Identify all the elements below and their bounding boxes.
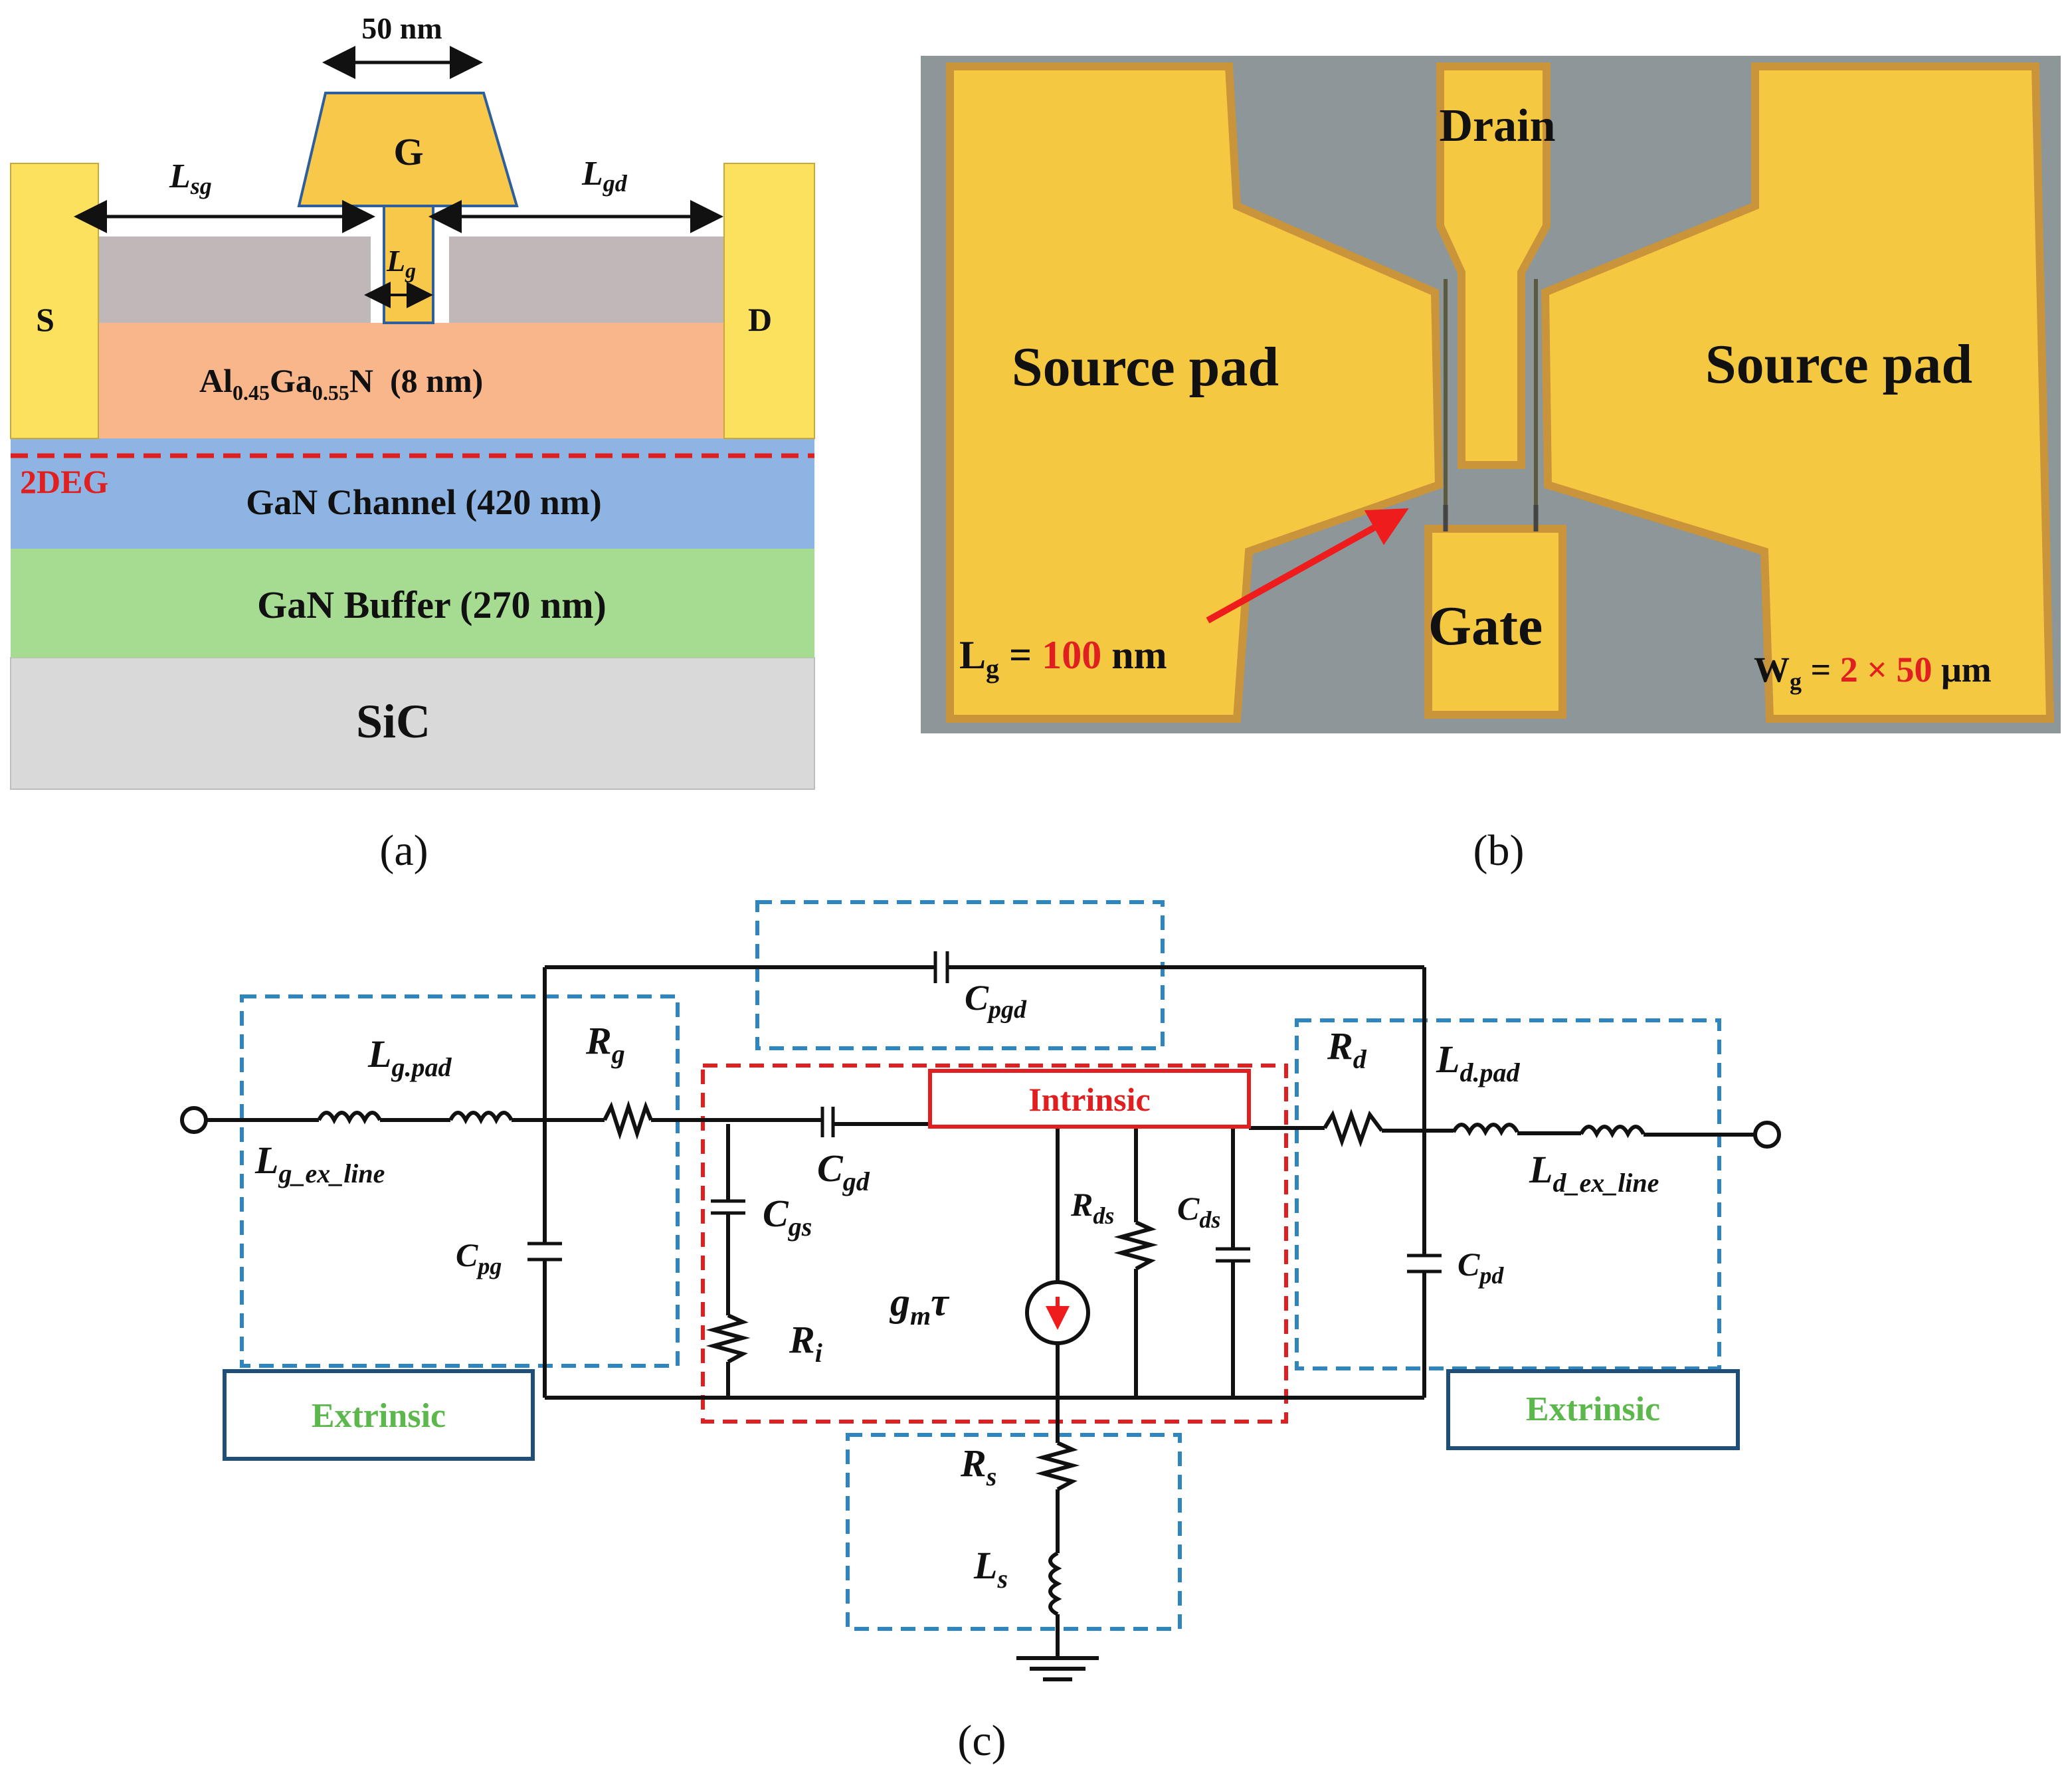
label-lg-ex-line: Lg_ex_line: [254, 1139, 385, 1188]
gate-length-label: Lg = 100 nm: [959, 633, 1167, 684]
label-lg-pad: Lg.pad: [367, 1032, 452, 1082]
label-rd: Rd: [1327, 1024, 1367, 1074]
capacitor-cds: [1216, 1247, 1250, 1263]
resistor-ri: [706, 1313, 751, 1364]
inductor-lg-pad: [448, 1111, 514, 1125]
resistor-rs: [1035, 1441, 1080, 1491]
label-gm-tau: gmτ: [889, 1280, 950, 1331]
caption-a: (a): [379, 826, 428, 875]
resistor-rd: [1323, 1108, 1384, 1148]
capacitor-cpd: [1407, 1254, 1442, 1273]
lsg-label: Lsg: [169, 157, 212, 199]
gan-buffer-layer: [11, 549, 814, 658]
label-cpgd: Cpgd: [965, 978, 1027, 1024]
source-contact: [10, 163, 99, 439]
gate-length-pointer-arrow: [1206, 508, 1409, 624]
extrinsic-left-label: Extrinsic: [312, 1397, 446, 1435]
passivation-right: [449, 236, 724, 323]
left-source-pad-label: Source pad: [1012, 336, 1279, 398]
capacitor-cgd: [820, 1107, 835, 1137]
resistor-rds: [1113, 1220, 1159, 1271]
inductor-lg-ex-line: [317, 1111, 382, 1125]
label-cgs: Cgs: [763, 1192, 812, 1242]
panel-a-cross-section: 50 nm G S D Lsg Lgd Lg Al0.45Ga0.55N (8 …: [10, 11, 815, 875]
2deg-label: 2DEG: [20, 463, 108, 500]
panel-c-equivalent-circuit: Intrinsic Extrinsic Extrinsic Cpgd Lg.pa…: [180, 900, 1781, 1765]
caption-c: (c): [957, 1717, 1006, 1765]
lgd-label: Lgd: [581, 155, 628, 197]
gate-pad: [1424, 525, 1566, 719]
resistor-rg: [603, 1100, 653, 1140]
extrinsic-region-bottom: [846, 1433, 1182, 1631]
intrinsic-label-box: [928, 1069, 1251, 1129]
substrate-label: SiC: [356, 695, 430, 748]
gate-pad-label: Gate: [1428, 595, 1543, 657]
extrinsic-region-top: [755, 900, 1165, 1050]
inductor-ls: [1048, 1551, 1062, 1616]
capacitor-cgs: [711, 1199, 745, 1215]
extrinsic-region-left: [240, 994, 680, 1368]
label-cpd: Cpd: [1458, 1246, 1504, 1289]
channel-label: GaN Channel (420 nm): [246, 482, 602, 522]
label-rg: Rg: [585, 1019, 625, 1069]
intrinsic-region: [701, 1064, 1288, 1424]
label-rds: Rds: [1070, 1186, 1114, 1229]
capacitor-cpgd: [933, 951, 949, 983]
drain-pad-label: Drain: [1440, 100, 1556, 151]
ground-icon: [1016, 1656, 1099, 1681]
source-label: S: [36, 301, 54, 338]
left-source-pad: [946, 62, 1444, 723]
lg-label: Lg: [386, 244, 416, 282]
label-cds: Cds: [1177, 1190, 1220, 1233]
drain-pad: [1436, 62, 1551, 469]
label-ri: Ri: [789, 1318, 822, 1368]
label-ld-pad: Ld.pad: [1436, 1038, 1520, 1087]
extrinsic-right-label-box: [1446, 1369, 1740, 1450]
extrinsic-right-label: Extrinsic: [1526, 1390, 1660, 1428]
label-ls: Ls: [973, 1544, 1008, 1594]
drain-contact: [723, 163, 815, 439]
extrinsic-left-label-box: [223, 1369, 535, 1461]
inductor-ld-ex-line: [1579, 1125, 1646, 1139]
barrier-label: Al0.45Ga0.55N (8 nm): [199, 362, 483, 405]
sic-substrate: [10, 657, 815, 790]
label-ld-ex-line: Ld_ex_line: [1529, 1148, 1659, 1198]
intrinsic-label: Intrinsic: [1028, 1081, 1150, 1118]
passivation-left: [98, 236, 371, 323]
right-source-pad: [1541, 62, 2055, 723]
label-cgd: Cgd: [817, 1147, 870, 1196]
buffer-label: GaN Buffer (270 nm): [257, 583, 607, 626]
caption-b: (b): [1473, 826, 1525, 875]
gate-width-label: Wg = 2 × 50 μm: [1754, 650, 1992, 695]
label-rs: Rs: [960, 1442, 996, 1491]
inductor-ld-pad: [1452, 1123, 1519, 1137]
drain-label: D: [748, 301, 772, 338]
gate-label: G: [393, 130, 423, 173]
output-port-terminal: [1753, 1121, 1781, 1149]
right-source-pad-label: Source pad: [1705, 333, 1972, 395]
extrinsic-region-right: [1295, 1018, 1721, 1370]
label-cpg: Cpg: [456, 1236, 502, 1279]
algan-barrier-layer: [98, 323, 724, 438]
capacitor-cpg: [527, 1242, 562, 1262]
panel-b-device-photo: Drain Gate Source pad Source pad Lg = 10…: [921, 56, 2061, 875]
gate-width-label: 50 nm: [361, 11, 442, 45]
input-port-terminal: [180, 1106, 208, 1134]
